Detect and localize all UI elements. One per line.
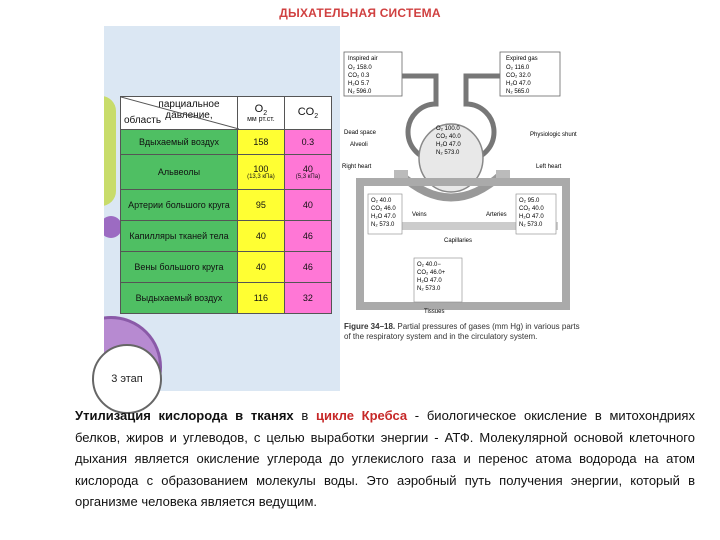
header-o2: O2 мм рт.ст. — [236, 96, 285, 130]
table-header-area: парциальное давление, область — [120, 96, 239, 130]
caption-text: Partial pressures of gases (mm Hg) in va… — [344, 322, 580, 341]
header-unit: мм рт.ст. — [247, 116, 275, 124]
row-o2: 40 — [236, 220, 285, 252]
veins-line: N₂ 573.0 — [371, 222, 395, 228]
alveoli-line: N₂ 573.0 — [436, 150, 460, 156]
alveoli-label: Alveoli — [350, 142, 368, 148]
expired-label: Expired gas — [506, 56, 538, 62]
header-diagonal — [121, 97, 239, 129]
row-o2-sub: (13,3 кПа) — [247, 174, 275, 180]
tissues-line: N₂ 573.0 — [417, 286, 441, 292]
veins-line: O₂ 40.0 — [371, 198, 392, 204]
row-name: Вдыхаемый воздух — [120, 129, 238, 155]
diagram-svg: Inspired air O₂ 158.0 CO₂ 0.3 H₂O 5.7 N₂… — [342, 51, 577, 315]
caption-bold: Figure 34–18. — [344, 322, 396, 331]
inspired-line: CO₂ 0.3 — [348, 73, 370, 79]
header-co2-text: CO — [297, 106, 315, 119]
row-co2: 0.3 — [283, 129, 333, 155]
gas-pressure-diagram: Inspired air O₂ 158.0 CO₂ 0.3 H₂O 5.7 N₂… — [340, 46, 588, 356]
header-o2-text: O — [254, 102, 264, 115]
tissues-line: H₂O 47.0 — [417, 278, 442, 284]
inspired-line: N₂ 596.0 — [348, 89, 372, 95]
text-rest: - биологическое окисление в митохондриях… — [75, 408, 695, 509]
row-co2-value: 40 — [302, 164, 313, 174]
inspired-line: O₂ 158.0 — [348, 65, 372, 71]
row-o2-value: 100 — [253, 164, 269, 174]
table-row: Вдыхаемый воздух 158 0.3 — [120, 129, 333, 155]
left-heart-label: Left heart — [536, 164, 562, 170]
tissues-line: O₂ 40.0− — [417, 262, 441, 268]
decorative-shape — [104, 96, 116, 206]
row-o2: 40 — [236, 251, 285, 283]
veins-line: CO₂ 46.0 — [371, 206, 396, 212]
alveoli-line: O₂ 100.0 — [436, 126, 460, 132]
row-o2: 95 — [236, 189, 285, 221]
row-name: Альвеолы — [120, 154, 238, 190]
partial-pressure-table: парциальное давление, область O2 мм рт.с… — [120, 96, 333, 314]
row-co2: 46 — [283, 251, 333, 283]
table-row: Капилляры тканей тела 40 46 — [120, 220, 333, 252]
inspired-label: Inspired air — [348, 56, 378, 62]
body-paragraph: Утилизация кислорода в тканях в цикле Кр… — [75, 405, 695, 513]
table-row: Артерии большого круга 95 40 — [120, 189, 333, 221]
tissues-line: CO₂ 46.0+ — [417, 270, 446, 276]
row-name: Артерии большого круга — [120, 189, 238, 221]
table-row: Альвеолы 100(13,3 кПа) 40(5,3 кПа) — [120, 154, 333, 190]
tissues-label: Tissues — [424, 309, 444, 315]
arteries-line: N₂ 573.0 — [519, 222, 543, 228]
expired-line: H₂O 47.0 — [506, 81, 531, 87]
header-co2: CO2 — [283, 96, 333, 130]
row-name: Вены большого круга — [120, 251, 238, 283]
capillaries-label: Capillaries — [444, 238, 472, 244]
text-krebs: цикле Кребса — [316, 408, 408, 423]
table-row: Вены большого круга 40 46 — [120, 251, 333, 283]
right-heart-label: Right heart — [342, 164, 372, 170]
page-title: ДЫХАТЕЛЬНАЯ СИСТЕМА — [279, 6, 441, 20]
figure-caption: Figure 34–18. Partial pressures of gases… — [344, 322, 584, 342]
arteries-label: Arteries — [486, 212, 507, 218]
row-co2: 40(5,3 кПа) — [283, 154, 333, 190]
veins-label: Veins — [412, 212, 427, 218]
shunt-label: Physiologic shunt — [530, 132, 577, 138]
arteries-line: CO₂ 40.0 — [519, 206, 544, 212]
row-co2: 46 — [283, 220, 333, 252]
alveoli-line: H₂O 47.0 — [436, 142, 461, 148]
row-co2-sub: (5,3 кПа) — [295, 174, 321, 180]
text-bold: Утилизация кислорода в тканях — [75, 408, 294, 423]
header-area: область — [124, 115, 162, 126]
row-co2: 32 — [283, 282, 333, 314]
arteries-line: O₂ 95.0 — [519, 198, 540, 204]
header-o2-sub: 2 — [263, 109, 268, 117]
table-row: Выдыхаемый воздух 116 32 — [120, 282, 333, 314]
row-name: Капилляры тканей тела — [120, 220, 238, 252]
inspired-line: H₂O 5.7 — [348, 81, 370, 87]
arteries-line: H₂O 47.0 — [519, 214, 544, 220]
veins-line: H₂O 47.0 — [371, 214, 396, 220]
alveoli-line: CO₂ 40.0 — [436, 134, 461, 140]
decorative-dot — [104, 216, 122, 238]
expired-line: O₂ 116.0 — [506, 65, 530, 71]
stage-badge: 3 этап — [92, 344, 162, 414]
row-name: Выдыхаемый воздух — [120, 282, 238, 314]
expired-line: CO₂ 32.0 — [506, 73, 531, 79]
row-co2: 40 — [283, 189, 333, 221]
row-o2: 100(13,3 кПа) — [236, 154, 285, 190]
header-co2-sub: 2 — [314, 112, 319, 120]
row-o2: 158 — [236, 129, 285, 155]
text-pre-red: в — [293, 408, 316, 423]
dead-space-label: Dead space — [344, 130, 377, 136]
expired-line: N₂ 565.0 — [506, 89, 530, 95]
row-o2: 116 — [236, 282, 285, 314]
